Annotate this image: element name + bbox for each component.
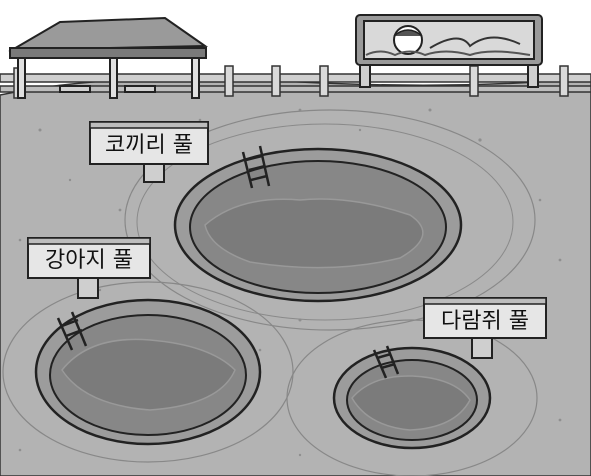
sign-puppy-label: 강아지 풀 [45,248,133,273]
puppy-pool-ladder [56,311,88,351]
sign-puppy-pool: 강아지 풀 [27,237,151,299]
swimmer-billboard [355,14,543,88]
elephant-pool [124,109,536,331]
sign-elephant-label: 코끼리 풀 [105,133,193,158]
squirrel-pool [286,319,538,476]
squirrel-pool-ladder [372,345,400,379]
elephant-pool-ladder [241,145,271,189]
pavilion [8,16,209,99]
puppy-pool [2,281,294,463]
sign-squirrel-label: 다람쥐 풀 [441,309,529,334]
sign-squirrel-pool: 다람쥐 풀 [423,297,547,359]
sign-elephant-pool: 코끼리 풀 [89,121,209,183]
